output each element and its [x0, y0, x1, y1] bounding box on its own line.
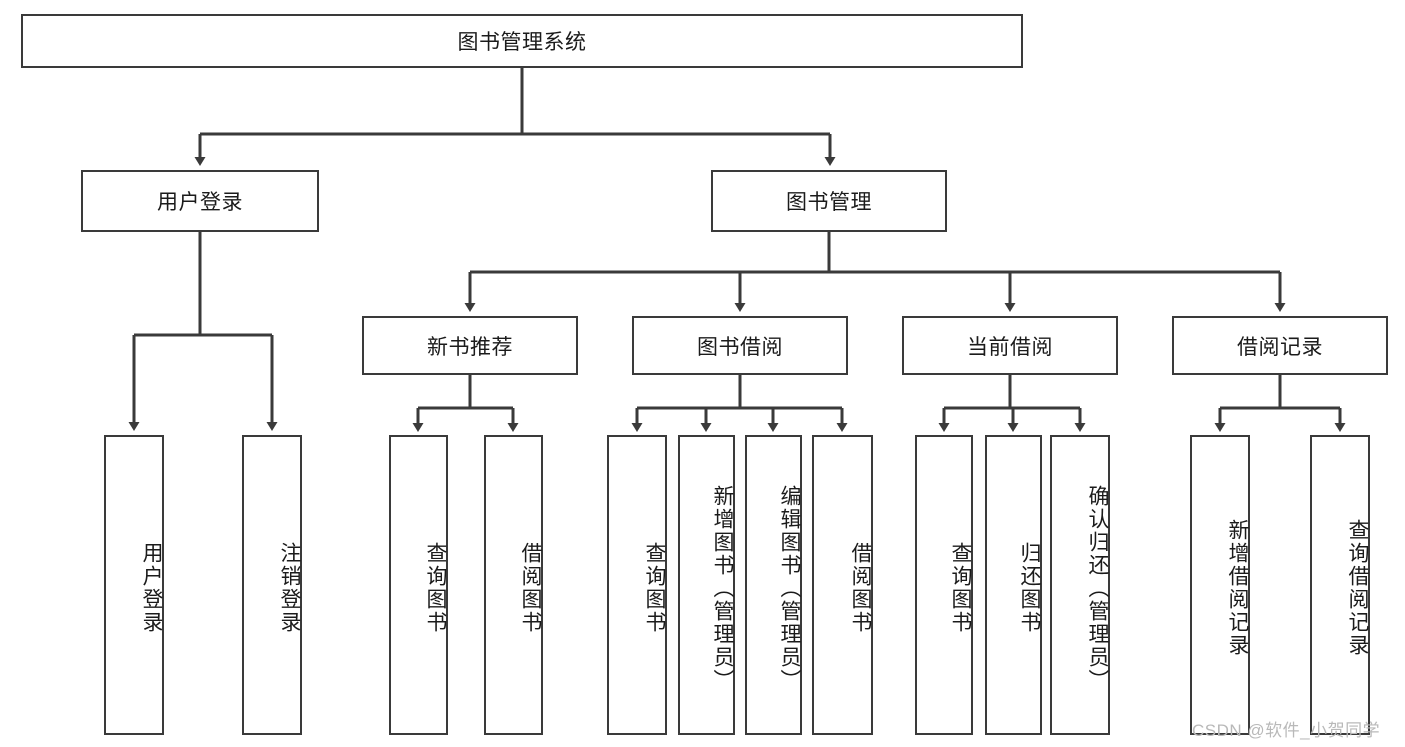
node-leaf-borrow-book[interactable]: 借阅图书 — [812, 435, 873, 735]
node-label: 查询图书 — [949, 542, 972, 634]
node-current-borrow[interactable]: 当前借阅 — [902, 316, 1118, 375]
node-borrow-record[interactable]: 借阅记录 — [1172, 316, 1388, 375]
node-label: 用户登录 — [140, 542, 163, 634]
node-label: 新书推荐 — [427, 335, 513, 359]
node-label: 新增借阅记录 — [1226, 519, 1249, 657]
node-label: 注销登录 — [278, 542, 301, 634]
node-leaf-logout[interactable]: 注销登录 — [242, 435, 302, 735]
node-leaf-borrow-book-recommend[interactable]: 借阅图书 — [484, 435, 543, 735]
node-new-book-recommend[interactable]: 新书推荐 — [362, 316, 578, 375]
node-label: 借阅图书 — [849, 542, 872, 634]
node-leaf-confirm-return-admin[interactable]: 确认归还（管理员） — [1050, 435, 1110, 735]
node-leaf-edit-book-admin[interactable]: 编辑图书（管理员） — [745, 435, 802, 735]
node-user-login[interactable]: 用户登录 — [81, 170, 319, 232]
node-label: 确认归还（管理员） — [1086, 484, 1109, 692]
node-book-management[interactable]: 图书管理 — [711, 170, 947, 232]
node-book-management-system[interactable]: 图书管理系统 — [21, 14, 1023, 68]
node-label: 图书借阅 — [697, 335, 783, 359]
node-book-borrow[interactable]: 图书借阅 — [632, 316, 848, 375]
node-label: 借阅记录 — [1237, 335, 1323, 359]
node-label: 查询借阅记录 — [1346, 519, 1369, 657]
node-leaf-query-book-current[interactable]: 查询图书 — [915, 435, 973, 735]
node-label: 查询图书 — [643, 542, 666, 634]
node-leaf-return-book[interactable]: 归还图书 — [985, 435, 1042, 735]
node-leaf-add-borrow-record[interactable]: 新增借阅记录 — [1190, 435, 1250, 735]
node-label: 图书管理系统 — [457, 31, 587, 54]
node-leaf-query-book-borrow[interactable]: 查询图书 — [607, 435, 667, 735]
node-label: 编辑图书（管理员） — [778, 484, 801, 692]
node-label: 归还图书 — [1018, 542, 1041, 634]
node-leaf-query-borrow-record[interactable]: 查询借阅记录 — [1310, 435, 1370, 735]
node-leaf-query-book-recommend[interactable]: 查询图书 — [389, 435, 448, 735]
node-label: 当前借阅 — [967, 335, 1053, 359]
node-label: 借阅图书 — [519, 542, 542, 634]
node-label: 图书管理 — [786, 191, 872, 214]
node-label: 用户登录 — [157, 191, 243, 214]
node-label: 新增图书（管理员） — [711, 484, 734, 692]
node-leaf-add-book-admin[interactable]: 新增图书（管理员） — [678, 435, 735, 735]
node-leaf-user-login[interactable]: 用户登录 — [104, 435, 164, 735]
csdn-watermark: CSDN @软件_小贺同学 — [1192, 721, 1381, 740]
node-label: 查询图书 — [424, 542, 447, 634]
